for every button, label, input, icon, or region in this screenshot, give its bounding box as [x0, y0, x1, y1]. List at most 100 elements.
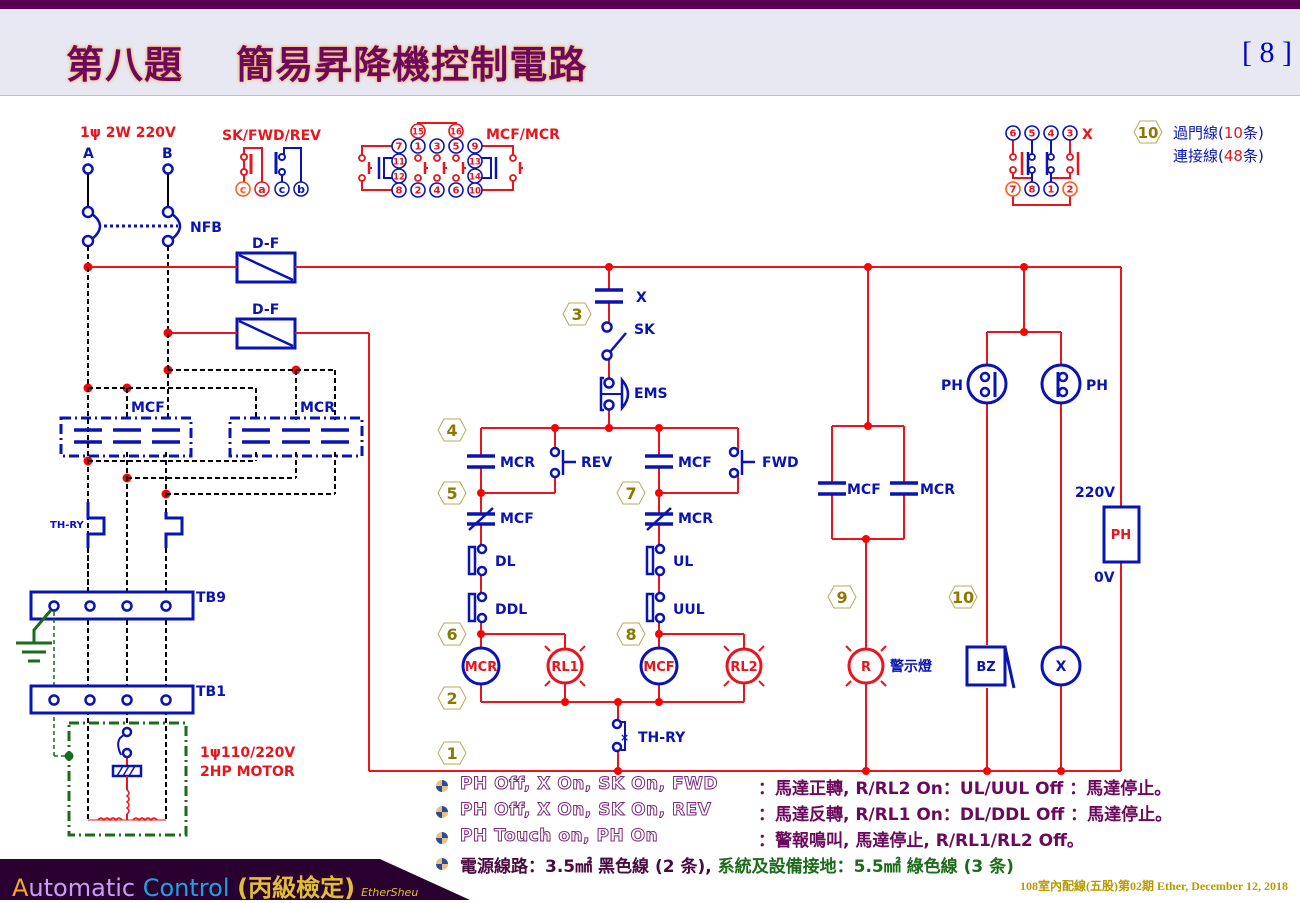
svg-text:PH: PH: [1111, 528, 1131, 543]
note-reverse: PH Off, X On, SK On, REV ：馬達反轉, R/RL1 On…: [436, 800, 1296, 826]
pin: 3: [1062, 125, 1078, 141]
svg-text:TH-RY: TH-RY: [50, 520, 84, 531]
svg-text:過門線(10条): 過門線(10条): [1173, 124, 1264, 142]
svg-text:DL: DL: [495, 554, 516, 570]
note-forward: PH Off, X On, SK On, FWD ：馬達正轉, R/RL2 On…: [436, 774, 1296, 800]
interlock-contact-mcr: MCR: [645, 507, 713, 531]
svg-text:PH: PH: [1086, 378, 1108, 394]
photoelectric-sensor-ph: PH 220V 0V: [1075, 485, 1141, 586]
wire-tag-1: 1: [437, 741, 467, 765]
operation-notes: PH Off, X On, SK On, FWD ：馬達正轉, R/RL2 On…: [436, 774, 1296, 878]
push-button-rev: REV: [549, 446, 612, 479]
author: EtherSheu: [361, 886, 419, 899]
svg-text:MCF: MCF: [500, 511, 534, 527]
thermal-relay-power: TH-RY: [50, 502, 184, 548]
svg-text:REV: REV: [581, 455, 612, 471]
pin: 14: [467, 168, 483, 184]
relay-coil-x: X: [1040, 645, 1082, 687]
svg-text:a: a: [258, 183, 265, 196]
note-condition: PH Off, X On, SK On, FWD: [460, 774, 719, 795]
svg-text:6: 6: [453, 186, 460, 197]
svg-text:b: b: [297, 183, 305, 196]
wire-tag-5: 5: [437, 481, 467, 505]
main-contactor-mcf: MCF: [59, 400, 193, 458]
svg-text:MCF: MCF: [131, 400, 165, 416]
emergency-stop-ems: EMS: [599, 376, 668, 412]
svg-text:10: 10: [1138, 124, 1159, 142]
wire-tag-10: 10: [948, 585, 978, 609]
svg-text:8: 8: [1029, 185, 1036, 196]
pilot-lamp-rl1: RL1: [544, 645, 586, 687]
pin: 8: [1024, 181, 1040, 197]
phase-b-label: B: [162, 146, 173, 162]
coil-mcr: MCR: [461, 646, 501, 686]
relay-contact-x: X: [595, 288, 647, 306]
aux-contact-mcf: MCF: [645, 454, 712, 471]
phase-a-label: A: [83, 146, 94, 162]
svg-text:D-F: D-F: [252, 236, 279, 252]
svg-text:5: 5: [453, 142, 460, 153]
relay-x-pinout-label: X: [1082, 127, 1093, 143]
thermal-relay-contact: × TH-RY: [611, 718, 686, 753]
svg-text:8: 8: [396, 186, 403, 197]
svg-text:4: 4: [1048, 129, 1055, 140]
svg-text:TH-RY: TH-RY: [638, 730, 686, 746]
svg-text:3: 3: [1067, 129, 1074, 140]
svg-text:3: 3: [434, 142, 441, 153]
footer-banner: [0, 859, 470, 900]
svg-text:2: 2: [415, 186, 422, 197]
svg-text:×: ×: [620, 731, 629, 744]
pin: 2: [1062, 181, 1078, 197]
aux-contact-mcf-alarm: MCF: [818, 481, 881, 498]
buzzer-bz: BZ: [965, 645, 1016, 689]
svg-text:SK: SK: [634, 322, 656, 338]
pin: 8: [391, 182, 407, 198]
wire-tag-7: 7: [616, 481, 646, 505]
wire-tag-2: 2: [437, 686, 467, 710]
svg-text:6: 6: [1010, 129, 1017, 140]
note-condition: PH Touch on, PH On: [459, 826, 659, 847]
limit-switch-ddl: DDL: [467, 591, 527, 624]
note-result: ：警報鳴叫, 馬達停止, R/RL1/RL2 Off。: [758, 831, 1084, 851]
nfb-label: NFB: [190, 220, 222, 236]
svg-text:MCF: MCF: [678, 455, 712, 471]
terminal-a: [82, 163, 94, 175]
pin: 4: [429, 182, 445, 198]
svg-text:警示燈: 警示燈: [890, 658, 933, 675]
svg-text:R: R: [861, 660, 871, 675]
nfb-breaker: NFB: [81, 205, 222, 248]
svg-text:15: 15: [412, 128, 424, 138]
terminal-b: [162, 163, 174, 175]
pin: 15: [410, 123, 426, 139]
junction-nodes: [83, 262, 1065, 775]
svg-text:11: 11: [393, 158, 405, 168]
svg-text:1: 1: [1048, 185, 1055, 196]
svg-text:BZ: BZ: [976, 660, 995, 675]
pin: 1: [410, 138, 426, 154]
wire-count-legend: 10 過門線(10条) 連接線(48条): [1133, 120, 1264, 165]
wire-tag-9: 9: [827, 585, 857, 609]
pin: 16: [448, 123, 464, 139]
svg-text:X: X: [636, 290, 647, 306]
svg-text:D-F: D-F: [252, 302, 279, 318]
note-condition: PH Off, X On, SK On, REV: [459, 800, 712, 821]
push-button-fwd: FWD: [728, 446, 799, 479]
svg-text:12: 12: [393, 173, 405, 183]
svg-text:7: 7: [1010, 185, 1017, 196]
svg-text:1ψ110/220V: 1ψ110/220V: [200, 745, 295, 761]
wire-tag-10: 10: [1133, 120, 1163, 144]
svg-text:EMS: EMS: [634, 386, 668, 402]
terminal-block-tb1: TB1: [29, 684, 226, 715]
svg-text:PH: PH: [941, 378, 963, 394]
credit-line: 108室內配線(五股)第02期 Ether, December 12, 2018: [1020, 879, 1288, 893]
wire-tag-6: 6: [437, 622, 467, 646]
svg-text:MCR: MCR: [920, 482, 955, 498]
svg-text:MCF: MCF: [643, 660, 674, 675]
wire-tag-4: 4: [437, 418, 467, 442]
svg-text:MCF: MCF: [847, 482, 881, 498]
wire-tag-8: 8: [616, 622, 646, 646]
main-contactor-mcr: MCR: [228, 400, 364, 458]
